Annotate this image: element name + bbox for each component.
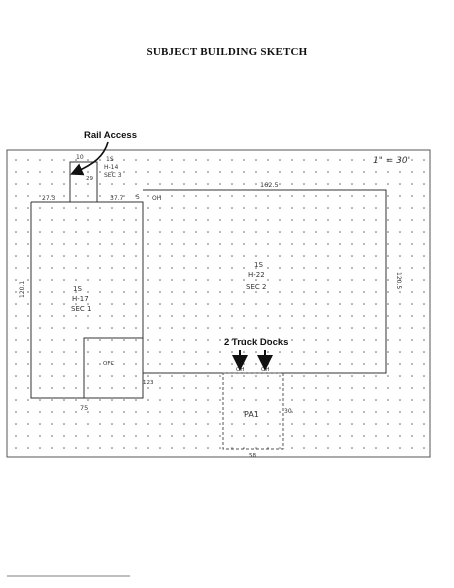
dim-sec2-right: 120.5: [395, 272, 402, 289]
sec2-line-2: H-22: [248, 271, 265, 279]
office-label: OFC: [103, 361, 114, 367]
sec2-line-3: SEC 2: [246, 283, 266, 291]
pa1-label: PA1: [244, 410, 259, 419]
graph-paper: [6, 149, 431, 458]
marker-overhead-top: OH: [152, 195, 161, 202]
marker-overhead-dock-1: OH: [236, 367, 244, 373]
marker-overhead-dock-2: OH: [261, 367, 269, 373]
pa1-outline: [222, 372, 284, 450]
dim-sec1-top-right: 37.7: [110, 195, 124, 202]
dim-rail-top: 10: [76, 154, 84, 161]
dim-rail-side: 29: [86, 176, 93, 182]
dim-sec1-step: 123: [143, 380, 154, 386]
sec1-line-1: 1S: [73, 285, 82, 293]
dim-pa1-bottom: 58: [249, 453, 256, 459]
dim-sec2-top-left-small: 5: [136, 194, 140, 201]
truck-docks-label: 2 Truck Docks: [224, 337, 288, 348]
rail-access-arrow: [70, 141, 109, 176]
dim-sec2-top: 162.5: [260, 181, 279, 189]
document-title: SUBJECT BUILDING SKETCH: [146, 46, 308, 58]
office-outline: [83, 337, 144, 399]
sec3-line-2: H-14: [104, 164, 118, 171]
sec1-line-2: H-17: [72, 295, 89, 303]
sec1-line-3: SEC 1: [71, 305, 91, 313]
sec3-line-1: 1S: [106, 156, 114, 163]
dim-sec1-top-left: 27.3: [42, 195, 56, 202]
scale-label: 1" = 30': [373, 156, 410, 166]
dim-pa1-side: 30: [284, 408, 292, 415]
rail-access-label: Rail Access: [84, 130, 137, 141]
sec3-line-3: SEC 3: [104, 172, 122, 179]
sec2-line-1: 1S: [254, 261, 263, 269]
dim-sec1-left: 120.1: [19, 281, 26, 298]
dim-sec1-bottom: 75: [80, 404, 88, 412]
